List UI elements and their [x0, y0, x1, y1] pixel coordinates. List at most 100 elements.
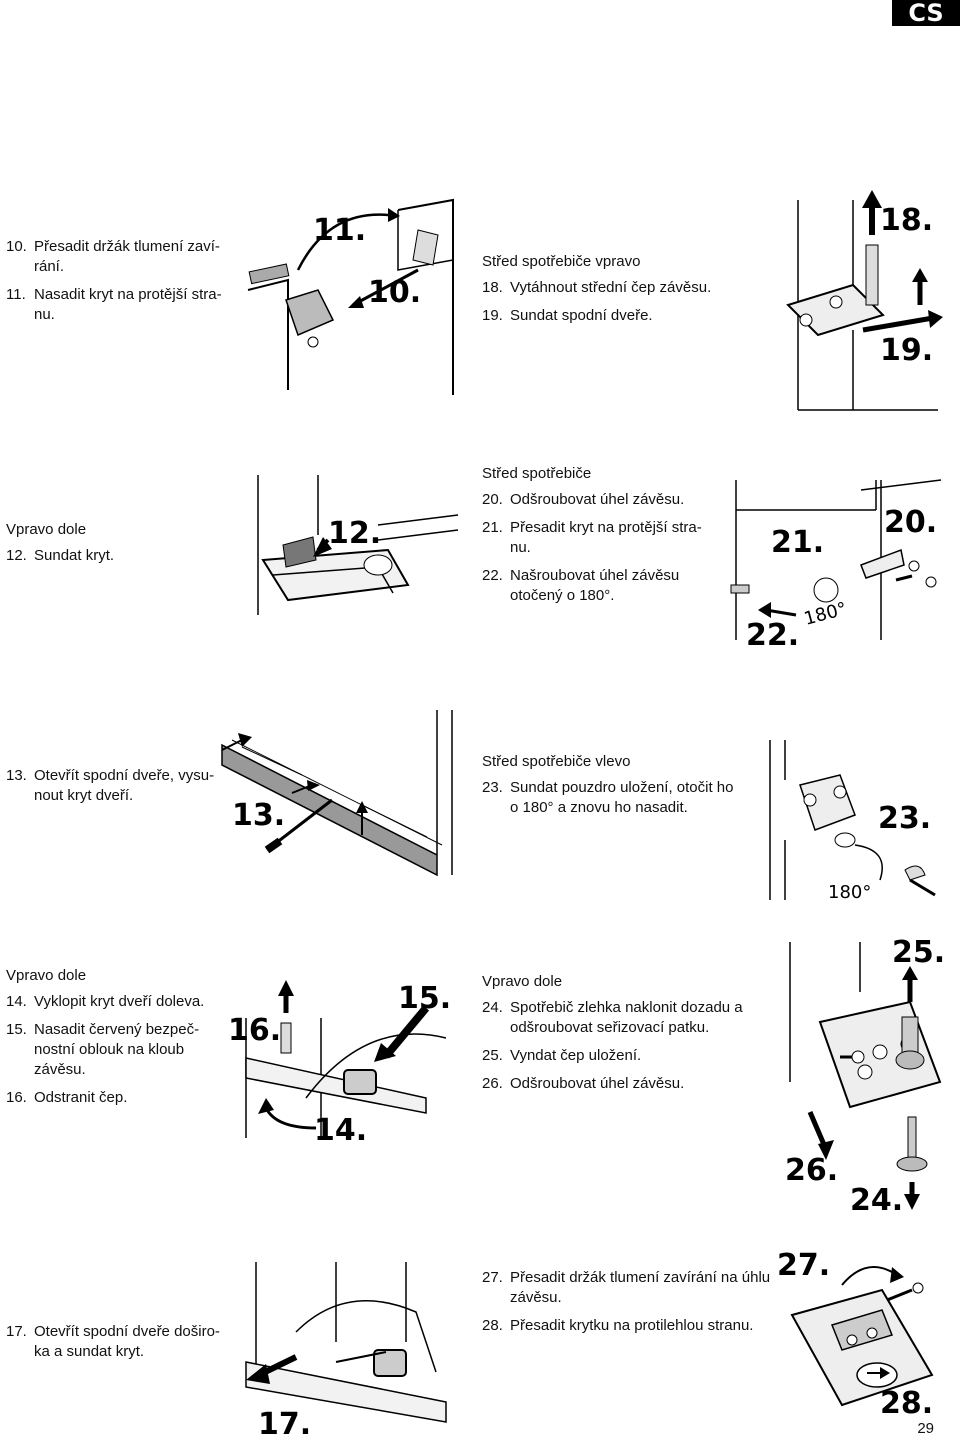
step-15: 15. Nasadit červený bezpeč-nostní oblouk…	[6, 1020, 226, 1080]
callout-label: 11.	[313, 213, 366, 248]
adjustable-foot-illustration: 25. 26. 24.	[785, 935, 945, 1217]
step-number: 20.	[482, 491, 503, 508]
callout-label: 23.	[878, 801, 931, 836]
callout-label: 15.	[398, 981, 451, 1016]
callout-label: 20.	[884, 505, 937, 540]
bottom-cover-illustration: 12.	[257, 475, 459, 615]
step-number: 12.	[6, 547, 27, 564]
figure-closing-damper: 27. 28.	[772, 1245, 952, 1420]
callout-label: 25.	[892, 935, 945, 970]
section-heading: Střed spotřebiče	[482, 465, 592, 482]
hinge-angle-illustration: 21. 20. 22. 180°	[730, 479, 942, 650]
safety-bracket-illustration: 15. 16. 14.	[228, 980, 451, 1148]
step-10: 10. Přesadit držák tlumení zaví-rání.	[6, 237, 226, 277]
step-27: 27. Přesadit držák tlumení zavírání na ú…	[482, 1268, 772, 1308]
step-number: 28.	[482, 1317, 503, 1334]
section-steps-27-28: 27. Přesadit držák tlumení zavírání na ú…	[482, 1268, 772, 1344]
step-text: Vytáhnout střední čep závěsu.	[510, 279, 712, 296]
step-text: Odšroubovat úhel závěsu.	[510, 1075, 685, 1092]
callout-label: 10.	[368, 275, 421, 310]
callout-label: 17.	[258, 1407, 311, 1442]
callout-label: 14.	[314, 1113, 367, 1148]
step-number: 13.	[6, 767, 27, 784]
step-12: 12. Sundat kryt.	[6, 546, 206, 566]
figure-hinge-angle: 21. 20. 22. 180°	[726, 470, 951, 650]
section-center: Střed spotřebiče 20. Odšroubovat úhel zá…	[482, 464, 722, 614]
step-text: Spotřebič zlehka naklonit dozadu a odšro…	[510, 999, 743, 1036]
step-11: 11. Nasadit kryt na protější stra-nu.	[6, 285, 226, 325]
figure-door-open: 17.	[236, 1252, 464, 1442]
door-open-illustration: 17.	[245, 1262, 447, 1442]
step-text: Nasadit kryt na protější stra-nu.	[34, 286, 222, 323]
callout-label: 16.	[228, 1013, 281, 1048]
section-steps-10-11: 10. Přesadit držák tlumení zaví-rání. 11…	[6, 237, 226, 333]
callout-label: 21.	[771, 525, 824, 560]
step-text: Sundat spodní dveře.	[510, 307, 653, 324]
bearing-bush-illustration: 23. 180°	[769, 740, 936, 903]
step-text: Odstranit čep.	[34, 1089, 128, 1106]
step-number: 23.	[482, 779, 503, 796]
step-19: 19. Sundat spodní dveře.	[482, 306, 742, 326]
step-text: Odšroubovat úhel závěsu.	[510, 491, 685, 508]
step-text: Přesadit držák tlumení zavírání na úhlu …	[510, 1269, 771, 1306]
section-heading: Vpravo dole	[6, 521, 87, 538]
figure-door-cover: 13.	[212, 705, 462, 880]
step-26: 26. Odšroubovat úhel závěsu.	[482, 1074, 782, 1094]
figure-adjustable-foot: 25. 26. 24.	[780, 932, 955, 1217]
step-20: 20. Odšroubovat úhel závěsu.	[482, 490, 722, 510]
section-center-right: Střed spotřebiče vpravo 18. Vytáhnout st…	[482, 252, 742, 334]
step-number: 17.	[6, 1323, 27, 1340]
step-17: 17. Otevřít spodní dveře doširo-ka a sun…	[6, 1322, 228, 1362]
section-steps-13: 13. Otevřít spodní dveře, vysu-nout kryt…	[6, 766, 228, 814]
step-text: Přesadit kryt na protější stra-nu.	[510, 519, 702, 556]
step-number: 26.	[482, 1075, 503, 1092]
step-number: 19.	[482, 307, 503, 324]
callout-label: 27.	[777, 1248, 830, 1283]
figure-bottom-cover: 12.	[228, 465, 463, 625]
step-text: Přesadit krytku na protilehlou stranu.	[510, 1317, 754, 1334]
section-bottom-right-12: Vpravo dole 12. Sundat kryt.	[6, 520, 206, 574]
page-number: 29	[917, 1420, 934, 1437]
step-14: 14. Vyklopit kryt dveří doleva.	[6, 992, 226, 1012]
step-24: 24. Spotřebič zlehka naklonit dozadu a o…	[482, 998, 782, 1038]
step-text: Nasadit červený bezpeč-nostní oblouk na …	[34, 1021, 200, 1078]
language-badge: CS	[892, 0, 960, 26]
step-number: 25.	[482, 1047, 503, 1064]
step-number: 24.	[482, 999, 503, 1016]
step-13: 13. Otevřít spodní dveře, vysu-nout kryt…	[6, 766, 228, 806]
damper-holder-illustration: 11. 10.	[247, 198, 454, 395]
section-heading: Vpravo dole	[6, 967, 87, 984]
callout-label: 22.	[746, 618, 799, 650]
step-number: 15.	[6, 1021, 27, 1038]
figure-hinge-pin: 18. 19.	[768, 190, 948, 420]
step-25: 25. Vyndat čep uložení.	[482, 1046, 782, 1066]
callout-label: 13.	[232, 798, 285, 833]
angle-label: 180°	[828, 882, 871, 903]
section-steps-17: 17. Otevřít spodní dveře doširo-ka a sun…	[6, 1322, 228, 1370]
callout-label: 28.	[880, 1386, 933, 1420]
figure-safety-bracket: 15. 16. 14.	[226, 958, 466, 1148]
step-28: 28. Přesadit krytku na protilehlou stran…	[482, 1316, 772, 1336]
step-text: Otevřít spodní dveře doširo-ka a sundat …	[34, 1323, 220, 1360]
step-number: 16.	[6, 1089, 27, 1106]
closing-damper-illustration: 27. 28.	[777, 1248, 934, 1420]
step-number: 10.	[6, 238, 27, 255]
step-23: 23. Sundat pouzdro uložení, otočit ho o …	[482, 778, 742, 818]
callout-label: 26.	[785, 1153, 838, 1188]
step-text: Přesadit držák tlumení zaví-rání.	[34, 238, 220, 275]
door-cover-illustration: 13.	[221, 710, 453, 877]
hinge-pin-illustration: 18. 19.	[786, 190, 943, 411]
step-number: 22.	[482, 567, 503, 584]
step-number: 11.	[6, 286, 26, 303]
step-text: Vyndat čep uložení.	[510, 1047, 642, 1064]
step-number: 14.	[6, 993, 27, 1010]
section-center-left: Střed spotřebiče vlevo 23. Sundat pouzdr…	[482, 752, 742, 826]
step-22: 22. Našroubovat úhel závěsu otočený o 18…	[482, 566, 722, 606]
step-text: Sundat kryt.	[34, 547, 115, 564]
figure-bearing-bush: 23. 180°	[760, 730, 955, 910]
step-text: Našroubovat úhel závěsu otočený o 180°.	[510, 567, 680, 604]
step-number: 21.	[482, 519, 503, 536]
step-18: 18. Vytáhnout střední čep závěsu.	[482, 278, 742, 298]
callout-label: 18.	[880, 203, 933, 238]
section-bottom-right-14-16: Vpravo dole 14. Vyklopit kryt dveří dole…	[6, 966, 226, 1116]
